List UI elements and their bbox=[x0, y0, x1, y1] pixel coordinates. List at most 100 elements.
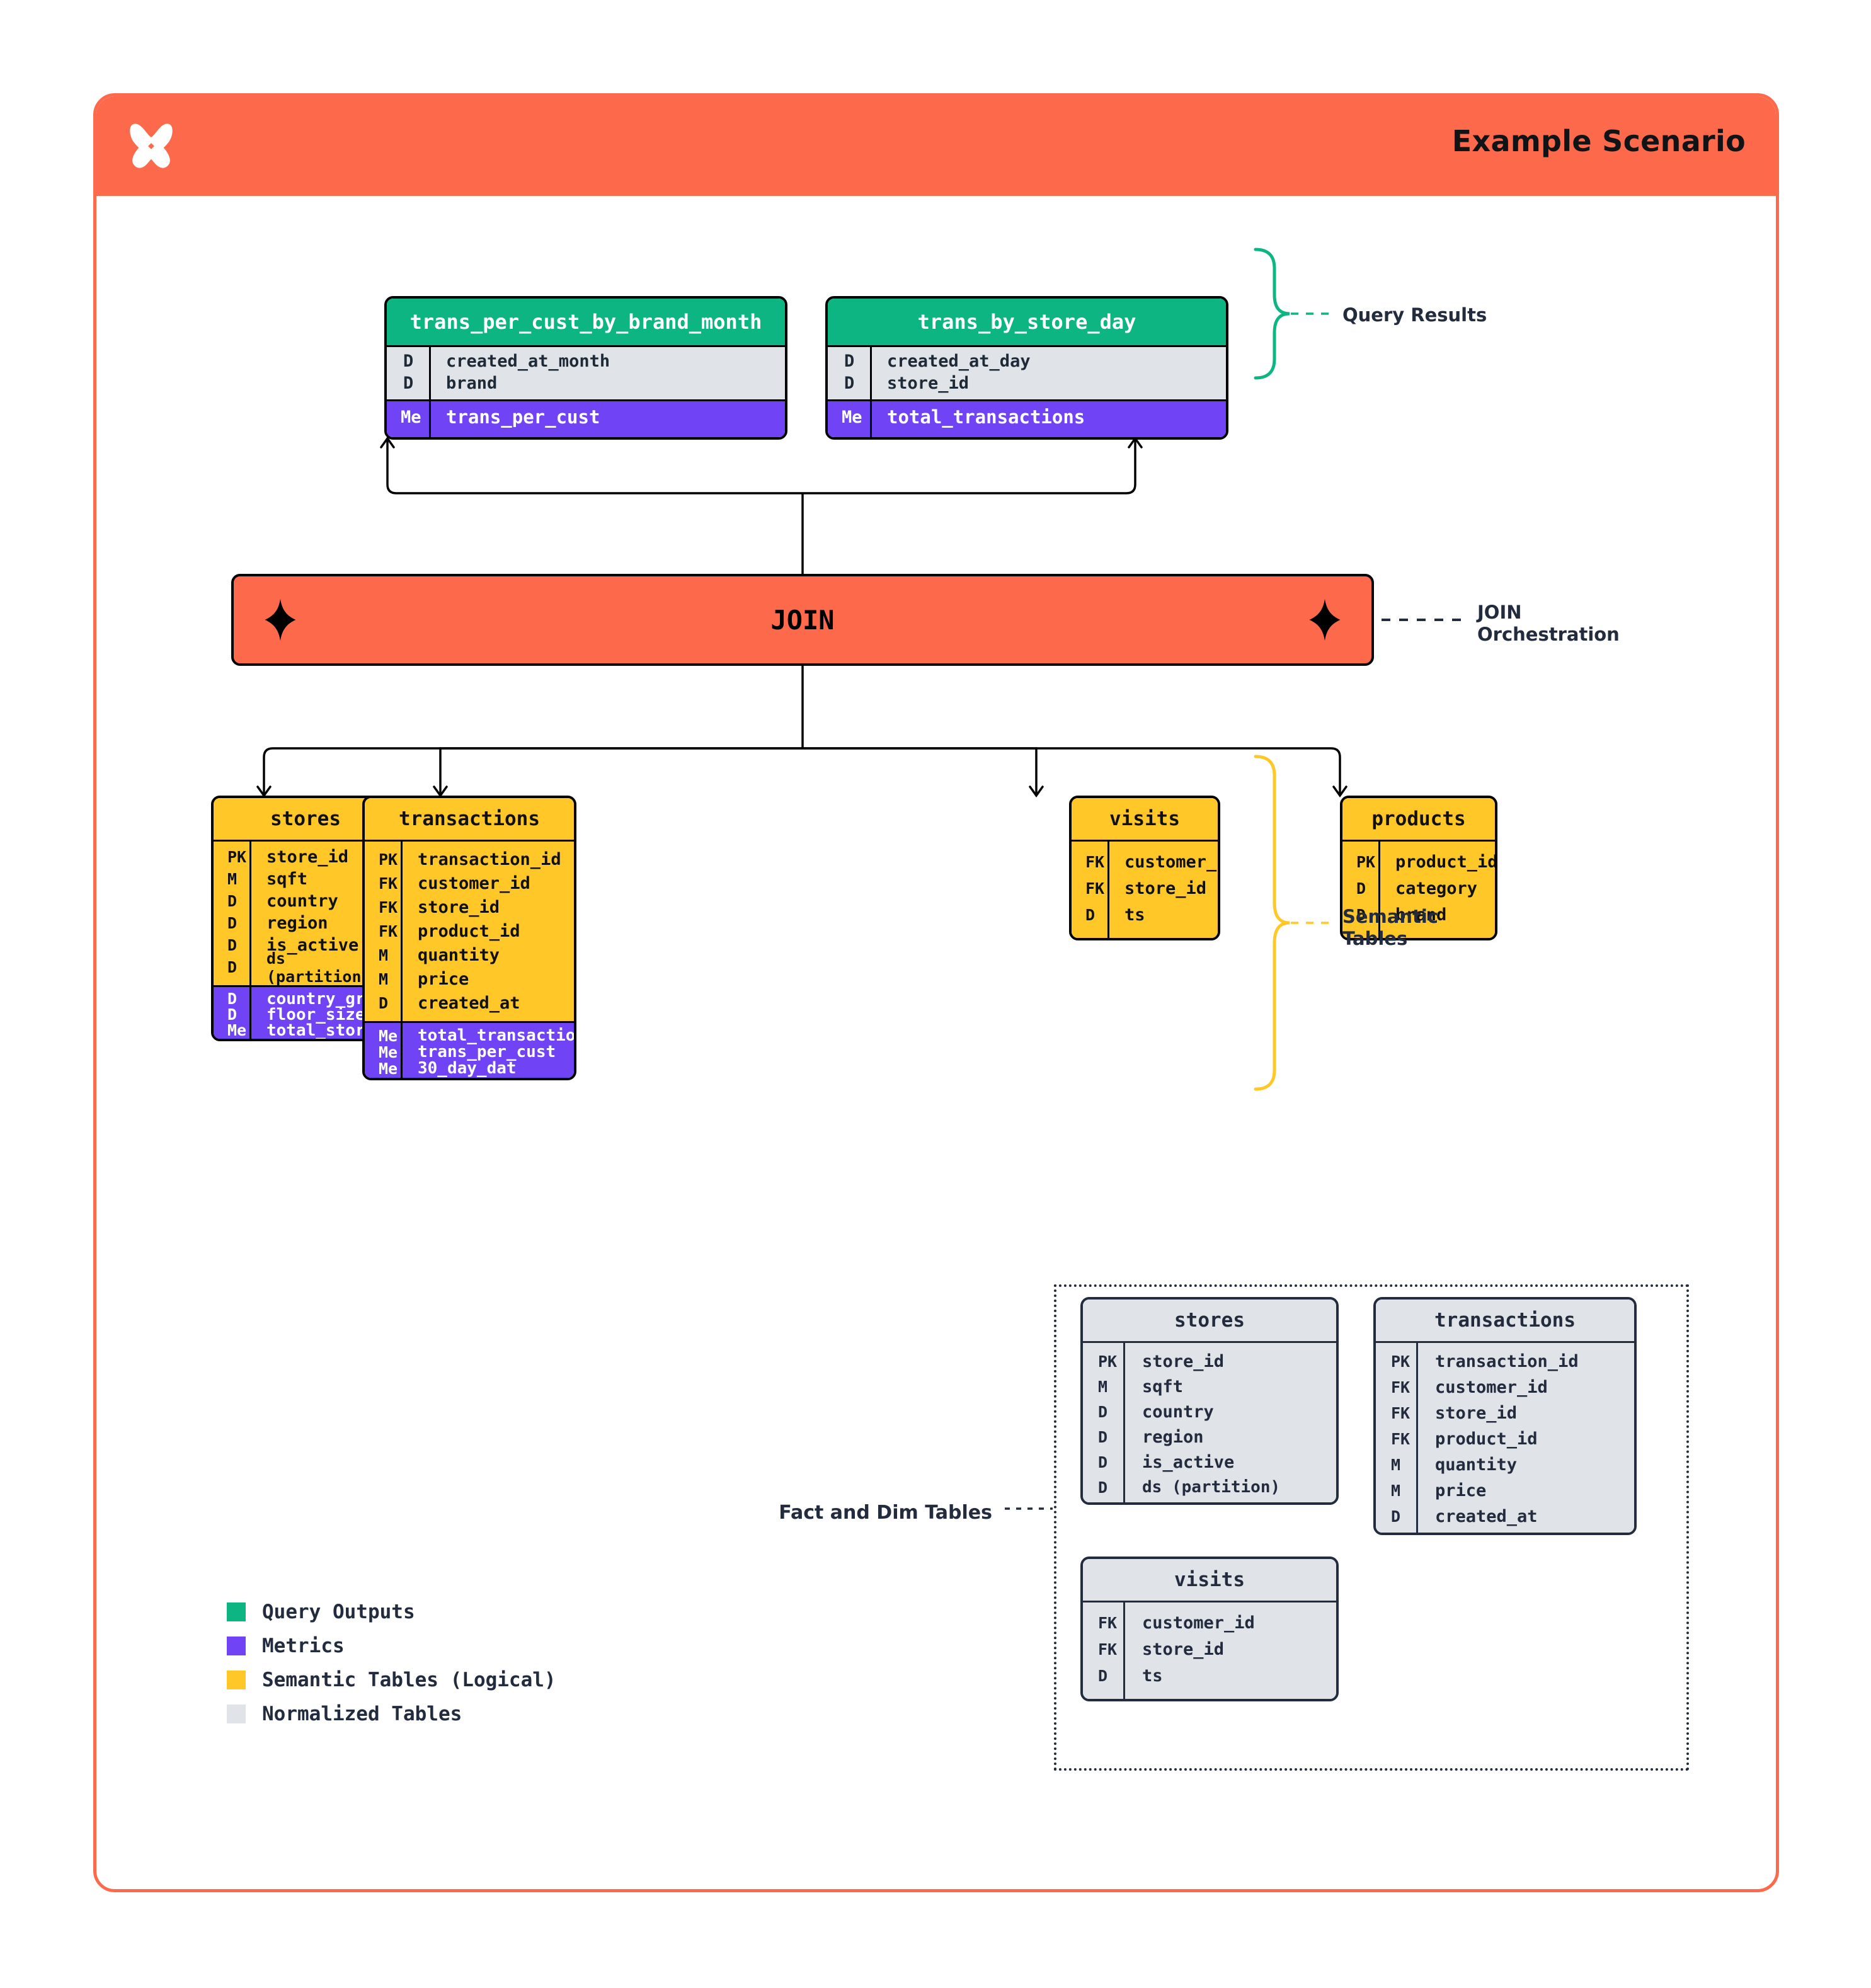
table-row[interactable]: D store_id bbox=[828, 372, 1226, 394]
row-key: M bbox=[379, 969, 389, 988]
row-value: customer_id bbox=[1435, 1378, 1548, 1397]
legend-label: Query Outputs bbox=[262, 1601, 415, 1623]
row-key: D bbox=[1356, 879, 1366, 898]
row-value: store_id bbox=[887, 374, 970, 393]
annotation-query-results: Query Results bbox=[1342, 304, 1487, 326]
annotation-fact-and-dim-tables: Fact and Dim Tables bbox=[753, 1502, 992, 1524]
table-header-label: transactions bbox=[365, 798, 574, 840]
table-header-label: products bbox=[1342, 798, 1495, 840]
annotation-label: Fact and Dim Tables bbox=[779, 1502, 992, 1524]
table-row[interactable]: FK customer_id bbox=[1376, 1374, 1634, 1400]
annotation-label-line2: Tables bbox=[1342, 928, 1408, 950]
query-result-table-trans-per-cust-by-brand-month[interactable]: trans_per_cust_by_brand_month D created_… bbox=[384, 296, 787, 440]
row-key: FK bbox=[1098, 1613, 1118, 1632]
row-key: FK bbox=[1391, 1378, 1410, 1397]
table-row[interactable]: Me trans_per_cust bbox=[387, 404, 785, 430]
row-key: Me bbox=[842, 407, 862, 427]
legend-label: Semantic Tables (Logical) bbox=[262, 1669, 556, 1691]
row-key: M bbox=[227, 870, 237, 888]
table-row[interactable]: D created_at_day bbox=[828, 350, 1226, 372]
sparkle-icon bbox=[1309, 598, 1341, 641]
row-value: total_transactions bbox=[887, 406, 1085, 428]
row-key: Me bbox=[379, 1043, 398, 1061]
row-key: D bbox=[844, 374, 855, 393]
row-key: PK bbox=[1098, 1352, 1118, 1371]
row-value: sqft bbox=[266, 869, 308, 889]
annotation-label-line2: Orchestration bbox=[1477, 624, 1620, 646]
dimensions-section: D created_at_day D store_id bbox=[828, 345, 1226, 399]
join-orchestration-bar[interactable]: JOIN bbox=[231, 574, 1374, 666]
table-header-label: stores bbox=[1083, 1300, 1336, 1341]
row-key: D bbox=[379, 993, 389, 1012]
row-key: Me bbox=[227, 1021, 247, 1039]
table-row[interactable]: D brand bbox=[387, 372, 785, 394]
row-key: PK bbox=[1391, 1352, 1410, 1371]
row-value: category bbox=[1395, 878, 1478, 898]
row-key: FK bbox=[379, 898, 398, 917]
row-key: D bbox=[1356, 905, 1366, 924]
query-result-table-trans-by-store-day[interactable]: trans_by_store_day D created_at_day D st… bbox=[825, 296, 1228, 440]
row-key: Me bbox=[379, 1026, 398, 1045]
legend-item: Semantic Tables (Logical) bbox=[227, 1663, 556, 1697]
row-key: D bbox=[227, 936, 237, 954]
legend-swatch-metrics bbox=[227, 1637, 246, 1655]
table-row[interactable]: D created_at_month bbox=[387, 350, 785, 372]
row-key: PK bbox=[227, 848, 247, 866]
table-row[interactable]: Me total_transactions bbox=[828, 404, 1226, 430]
row-value: customer_id bbox=[1124, 852, 1218, 872]
row-value: is_active bbox=[1142, 1452, 1235, 1472]
annotation-semantic-tables: Semantic Tables bbox=[1342, 906, 1438, 951]
row-key: D bbox=[227, 914, 237, 932]
legend-item: Metrics bbox=[227, 1629, 556, 1663]
row-key: M bbox=[1391, 1482, 1401, 1500]
table-header-label: trans_per_cust_by_brand_month bbox=[387, 299, 785, 345]
